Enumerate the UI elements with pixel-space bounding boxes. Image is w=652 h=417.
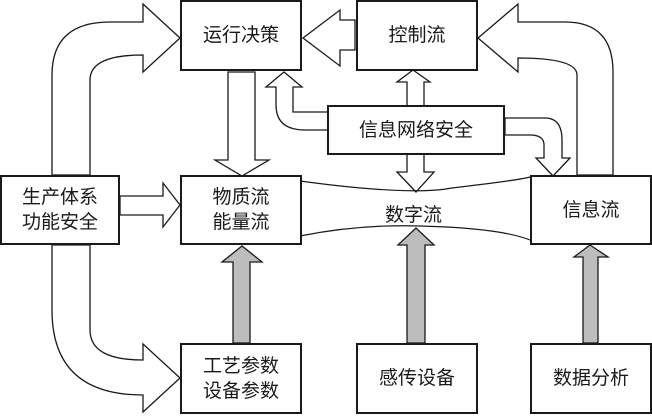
node-process-params: 工艺参数 设备参数 <box>180 343 302 414</box>
node-sensing-devices: 感传设备 <box>356 343 478 414</box>
digital-band-top <box>299 176 531 192</box>
arrow-safety-to-process <box>51 244 181 414</box>
node-production-safety: 生产体系 功能安全 <box>0 175 120 245</box>
arrow-infosec-to-decision <box>264 71 329 131</box>
arrow-analysis-to-info <box>572 244 611 344</box>
arrow-control-to-decision <box>301 8 356 68</box>
node-info-flow: 信息流 <box>530 175 652 245</box>
node-info-network-security: 信息网络安全 <box>327 105 505 155</box>
arrow-safety-to-material <box>119 181 181 229</box>
label-digital-flow: 数字流 <box>385 204 443 226</box>
node-material-energy-flow: 物质流 能量流 <box>180 175 302 245</box>
node-label: 数据分析 <box>552 367 629 390</box>
arrow-process-to-material <box>220 245 264 344</box>
arrow-infosec-to-digital <box>395 152 436 193</box>
node-label: 运行决策 <box>202 24 279 47</box>
arrow-sensing-to-digital <box>396 227 436 344</box>
node-operation-decision: 运行决策 <box>180 0 302 71</box>
node-label: 信息流 <box>562 198 620 221</box>
arrow-infosec-to-info <box>504 117 572 177</box>
node-data-analysis: 数据分析 <box>530 343 652 414</box>
node-label-line2: 能量流 <box>212 211 270 233</box>
arrow-decision-to-material <box>212 71 272 177</box>
node-label: 信息网络安全 <box>358 118 473 141</box>
node-label-line1: 物质流 <box>212 186 270 209</box>
arrow-info-to-control <box>476 2 614 176</box>
node-label: 感传设备 <box>378 367 455 390</box>
node-label-line1: 工艺参数 <box>202 354 279 377</box>
arrow-infosec-to-control <box>395 69 433 107</box>
node-label: 控制流 <box>388 24 446 47</box>
node-control-flow: 控制流 <box>356 0 478 71</box>
node-label-line2: 功能安全 <box>21 211 98 233</box>
digital-band-bottom <box>299 225 531 241</box>
node-label-line1: 生产体系 <box>21 186 98 209</box>
arrow-safety-to-decision <box>51 2 181 176</box>
node-label-line2: 设备参数 <box>202 379 279 402</box>
